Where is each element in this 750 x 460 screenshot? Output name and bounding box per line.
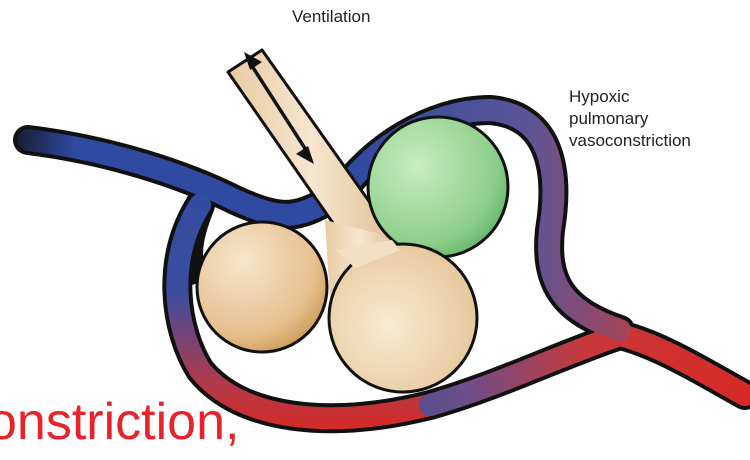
- alveolus-hypoxic: [368, 117, 508, 257]
- slide-caption: onstriction,: [0, 392, 239, 452]
- alveolus-left: [197, 222, 327, 352]
- alveolus-center: [329, 244, 477, 392]
